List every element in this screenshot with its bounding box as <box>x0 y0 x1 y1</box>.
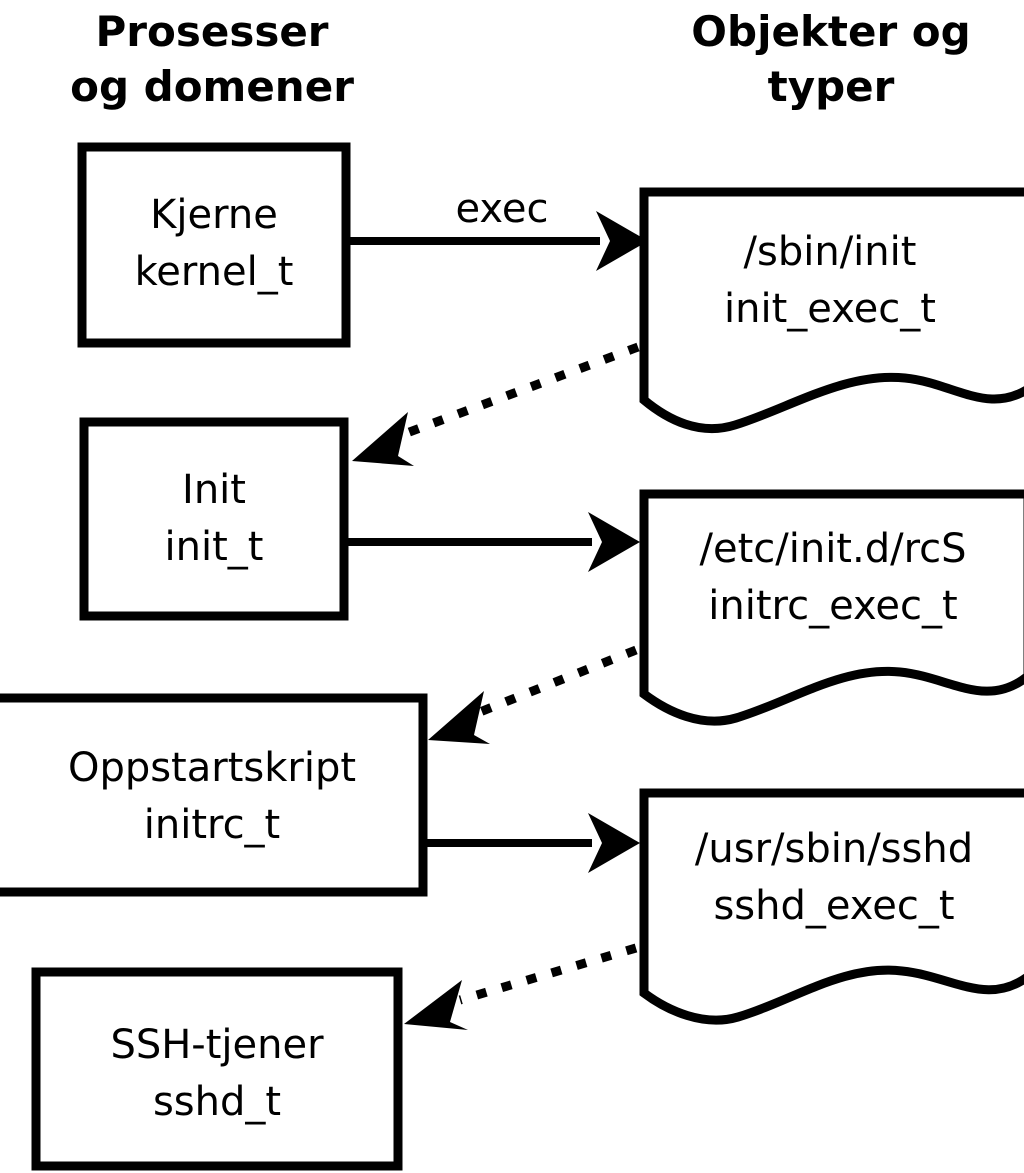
process-name-initrc: Oppstartskript <box>68 745 356 791</box>
process-node-kernel[interactable]: Kjerne kernel_t <box>77 142 351 348</box>
process-box-init[interactable] <box>79 417 349 621</box>
process-node-init[interactable]: Init init_t <box>79 417 349 621</box>
process-type-sshd: sshd_t <box>153 1079 281 1125</box>
process-name-init: Init <box>182 467 246 513</box>
object-type-init-exec: init_exec_t <box>724 286 936 332</box>
arrowhead-init-to-initrc-exec <box>588 512 640 572</box>
header-left-line1: Prosesser <box>95 7 328 56</box>
edge-init-exec-to-init <box>352 342 640 466</box>
edge-label-exec: exec <box>456 186 549 232</box>
edge-init-to-initrc-exec <box>348 512 640 572</box>
object-type-initrc-exec: initrc_exec_t <box>708 583 957 629</box>
column-header-left: Prosesser og domener <box>70 7 354 111</box>
header-left-line2: og domener <box>70 62 354 111</box>
document-shape-initrc-exec[interactable] <box>639 489 1024 726</box>
object-node-init-exec[interactable]: /sbin/init init_exec_t <box>639 187 1024 433</box>
process-name-sshd: SSH-tjener <box>110 1022 324 1068</box>
arrowhead-sshd-exec-to-sshd <box>404 980 468 1030</box>
object-type-sshd-exec: sshd_exec_t <box>713 883 954 929</box>
process-node-initrc[interactable]: Oppstartskript initrc_t <box>0 693 428 897</box>
edge-line-init-exec-to-init <box>402 342 640 439</box>
process-type-initrc: initrc_t <box>144 802 281 848</box>
object-path-init-exec: /sbin/init <box>744 229 917 275</box>
process-node-sshd[interactable]: SSH-tjener sshd_t <box>31 967 403 1171</box>
process-type-kernel: kernel_t <box>135 249 294 295</box>
edge-initrc-to-sshd-exec <box>427 813 640 873</box>
edge-initrc-exec-to-initrc <box>428 645 638 744</box>
object-node-initrc-exec[interactable]: /etc/init.d/rcS initrc_exec_t <box>639 489 1024 726</box>
edge-line-initrc-exec-to-initrc <box>478 645 638 717</box>
arrowhead-init-exec-to-init <box>352 412 414 466</box>
process-name-kernel: Kjerne <box>150 192 278 238</box>
process-type-init: init_t <box>165 524 264 570</box>
document-shape-sshd-exec[interactable] <box>639 788 1024 1025</box>
process-box-kernel[interactable] <box>77 142 351 348</box>
arrowhead-kernel-to-init-exec <box>596 211 648 271</box>
edge-sshd-exec-to-sshd <box>404 943 638 1030</box>
header-right-line2: typer <box>768 62 895 111</box>
edge-kernel-to-init-exec: exec <box>350 186 648 271</box>
column-header-right: Objekter og typer <box>691 7 970 111</box>
object-node-sshd-exec[interactable]: /usr/sbin/sshd sshd_exec_t <box>639 788 1024 1025</box>
arrowhead-initrc-to-sshd-exec <box>588 813 640 873</box>
header-right-line1: Objekter og <box>691 7 970 56</box>
object-path-sshd-exec: /usr/sbin/sshd <box>695 826 973 872</box>
arrowhead-initrc-exec-to-initrc <box>428 691 490 744</box>
process-box-initrc[interactable] <box>0 693 428 897</box>
process-box-sshd[interactable] <box>31 967 403 1171</box>
edge-line-sshd-exec-to-sshd <box>458 943 638 1005</box>
document-shape-init-exec[interactable] <box>639 187 1024 433</box>
object-path-initrc-exec: /etc/init.d/rcS <box>699 526 966 572</box>
